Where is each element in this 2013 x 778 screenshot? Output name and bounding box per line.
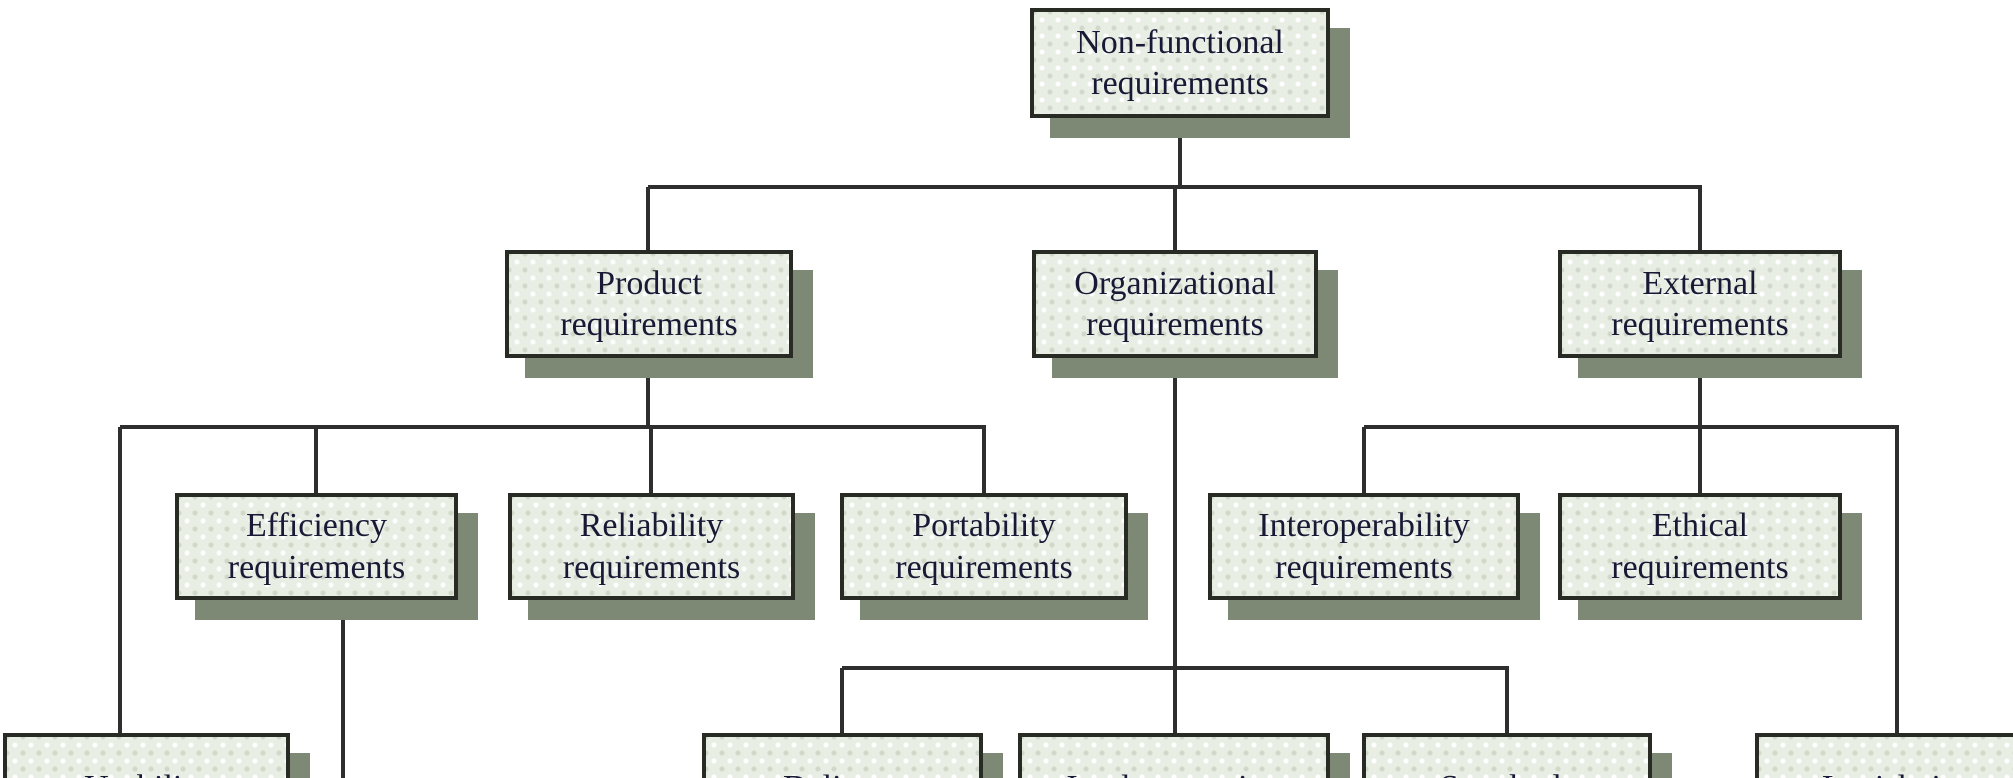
connector-line-vertical [1698, 187, 1702, 252]
node-label-line: Portability [912, 507, 1056, 545]
node-label-line: requirements [1086, 306, 1264, 343]
connector-line-vertical [1698, 427, 1702, 495]
connector-line-vertical [646, 358, 650, 429]
connector-line-vertical [982, 427, 986, 495]
node-label-line: Efficiency [246, 507, 387, 545]
node-label-line: Organizational [1074, 264, 1276, 302]
node-label-line: requirements [895, 548, 1073, 586]
node-label-line: requirements [1091, 65, 1269, 102]
node-label-line: Standards [1440, 767, 1574, 778]
connector-line-vertical [1698, 358, 1702, 429]
node-usability: Usability [3, 733, 290, 778]
connector-line-horizontal [842, 666, 1509, 670]
connector-line-vertical [1505, 668, 1509, 735]
node-external-requirements: External requirements [1558, 250, 1842, 358]
connector-line-vertical [646, 187, 650, 252]
connector-line-vertical [649, 427, 653, 495]
node-non-functional-requirements: Non-functional requirements [1030, 8, 1330, 118]
node-label-line: Legislative [1822, 767, 1973, 778]
node-label-line: External [1642, 264, 1758, 302]
node-label-line: Interoperability [1258, 507, 1470, 545]
node-standards: Standards [1362, 733, 1652, 778]
node-label-line: Product [596, 264, 702, 302]
connector-line-vertical [1173, 358, 1177, 735]
connector-line-vertical [1895, 427, 1899, 735]
node-label-line: Non-functional [1076, 23, 1284, 61]
connector-line-vertical [1362, 427, 1366, 495]
node-legislative: Legislative [1755, 733, 2013, 778]
node-label-line: requirements [1611, 548, 1789, 586]
connector-line-vertical [1173, 187, 1177, 252]
node-label-line: Delivery [783, 767, 902, 778]
node-label-line: requirements [227, 548, 406, 586]
node-product-requirements: Product requirements [505, 250, 793, 358]
node-label-line: Reliability [579, 507, 724, 545]
node-delivery: Delivery [702, 733, 983, 778]
connector-line-horizontal [1364, 425, 1899, 429]
node-implementation: Implementation [1018, 733, 1330, 778]
node-organizational-requirements: Organizational requirements [1032, 250, 1318, 358]
connector-line-vertical [341, 598, 345, 778]
connector-line-vertical [840, 668, 844, 735]
connector-line-vertical [118, 427, 122, 735]
connector-line-horizontal [120, 425, 986, 429]
node-label-line: requirements [560, 306, 738, 343]
node-label-line: requirements [1611, 306, 1789, 343]
node-label-line: Implementation [1066, 767, 1281, 778]
node-label-line: requirements [562, 548, 741, 586]
node-label-line: Usability [84, 767, 209, 778]
connector-line-vertical [1178, 118, 1182, 189]
node-label-line: Ethical [1651, 507, 1749, 545]
connector-line-vertical [314, 427, 318, 495]
node-label-line: requirements [1275, 548, 1453, 586]
